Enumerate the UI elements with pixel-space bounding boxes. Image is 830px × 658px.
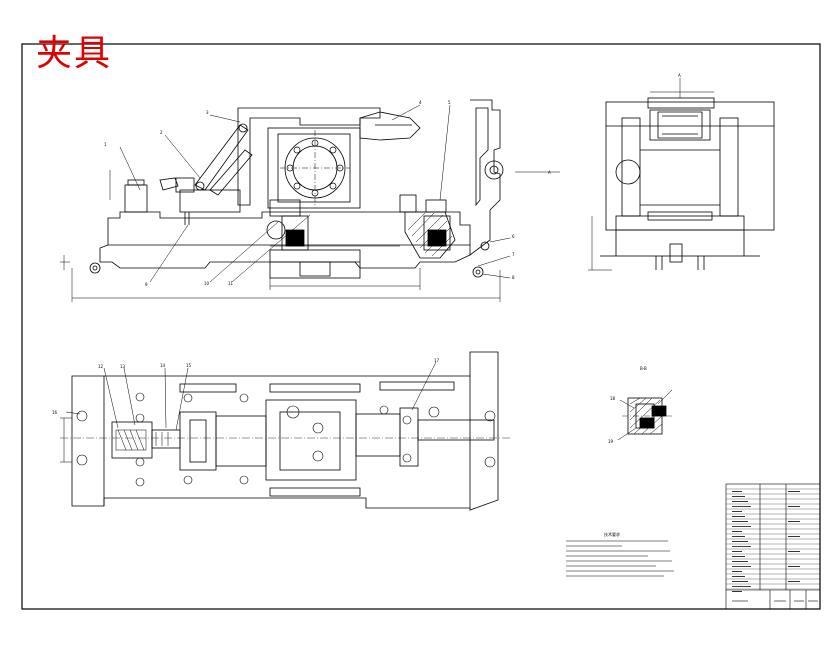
balloon-label: 7	[512, 252, 515, 257]
section-title: B-B	[640, 366, 647, 371]
front-view-labels: 1 2 3 4 5 6 7 8 9 10 11 A	[104, 100, 551, 287]
balloon-label: 13	[120, 364, 126, 369]
balloon-label: 15	[186, 363, 192, 368]
balloon-label: 17	[434, 358, 440, 363]
drawing-frame	[21, 43, 821, 610]
tech-req-title: 技术要求	[604, 531, 620, 537]
view-marker: A	[548, 170, 551, 175]
plan-view	[60, 351, 510, 511]
balloon-label: 6	[512, 234, 515, 239]
balloon-label: 4	[419, 100, 422, 105]
balloon-label: 1	[104, 142, 107, 147]
balloon-label: 9	[145, 282, 148, 287]
side-view	[588, 78, 775, 271]
balloon-label: 14	[160, 363, 166, 368]
balloon-label: 3	[206, 110, 209, 115]
balloon-label: 2	[160, 130, 163, 135]
balloon-label: 8	[512, 275, 515, 280]
title-block	[725, 483, 821, 610]
title-block-rows	[726, 488, 820, 592]
view-marker: A	[678, 73, 681, 78]
balloon-label: 5	[448, 100, 451, 105]
drawing-title-label: 夹具	[36, 33, 113, 74]
balloon-label: 12	[98, 364, 104, 369]
plan-view-labels: 12 13 14 15 16 17	[52, 358, 440, 415]
technical-requirements: 技术要求	[566, 531, 674, 577]
tech-req-text-lines	[566, 540, 674, 577]
section-labels: B-B 18 19	[608, 366, 647, 444]
balloon-label: 10	[204, 281, 210, 286]
balloon-label: 19	[608, 439, 614, 444]
balloon-label: 16	[52, 410, 58, 415]
balloon-label: 11	[228, 281, 234, 286]
front-view	[60, 99, 560, 302]
section-b-b	[617, 389, 673, 441]
balloon-label: 18	[610, 396, 616, 401]
